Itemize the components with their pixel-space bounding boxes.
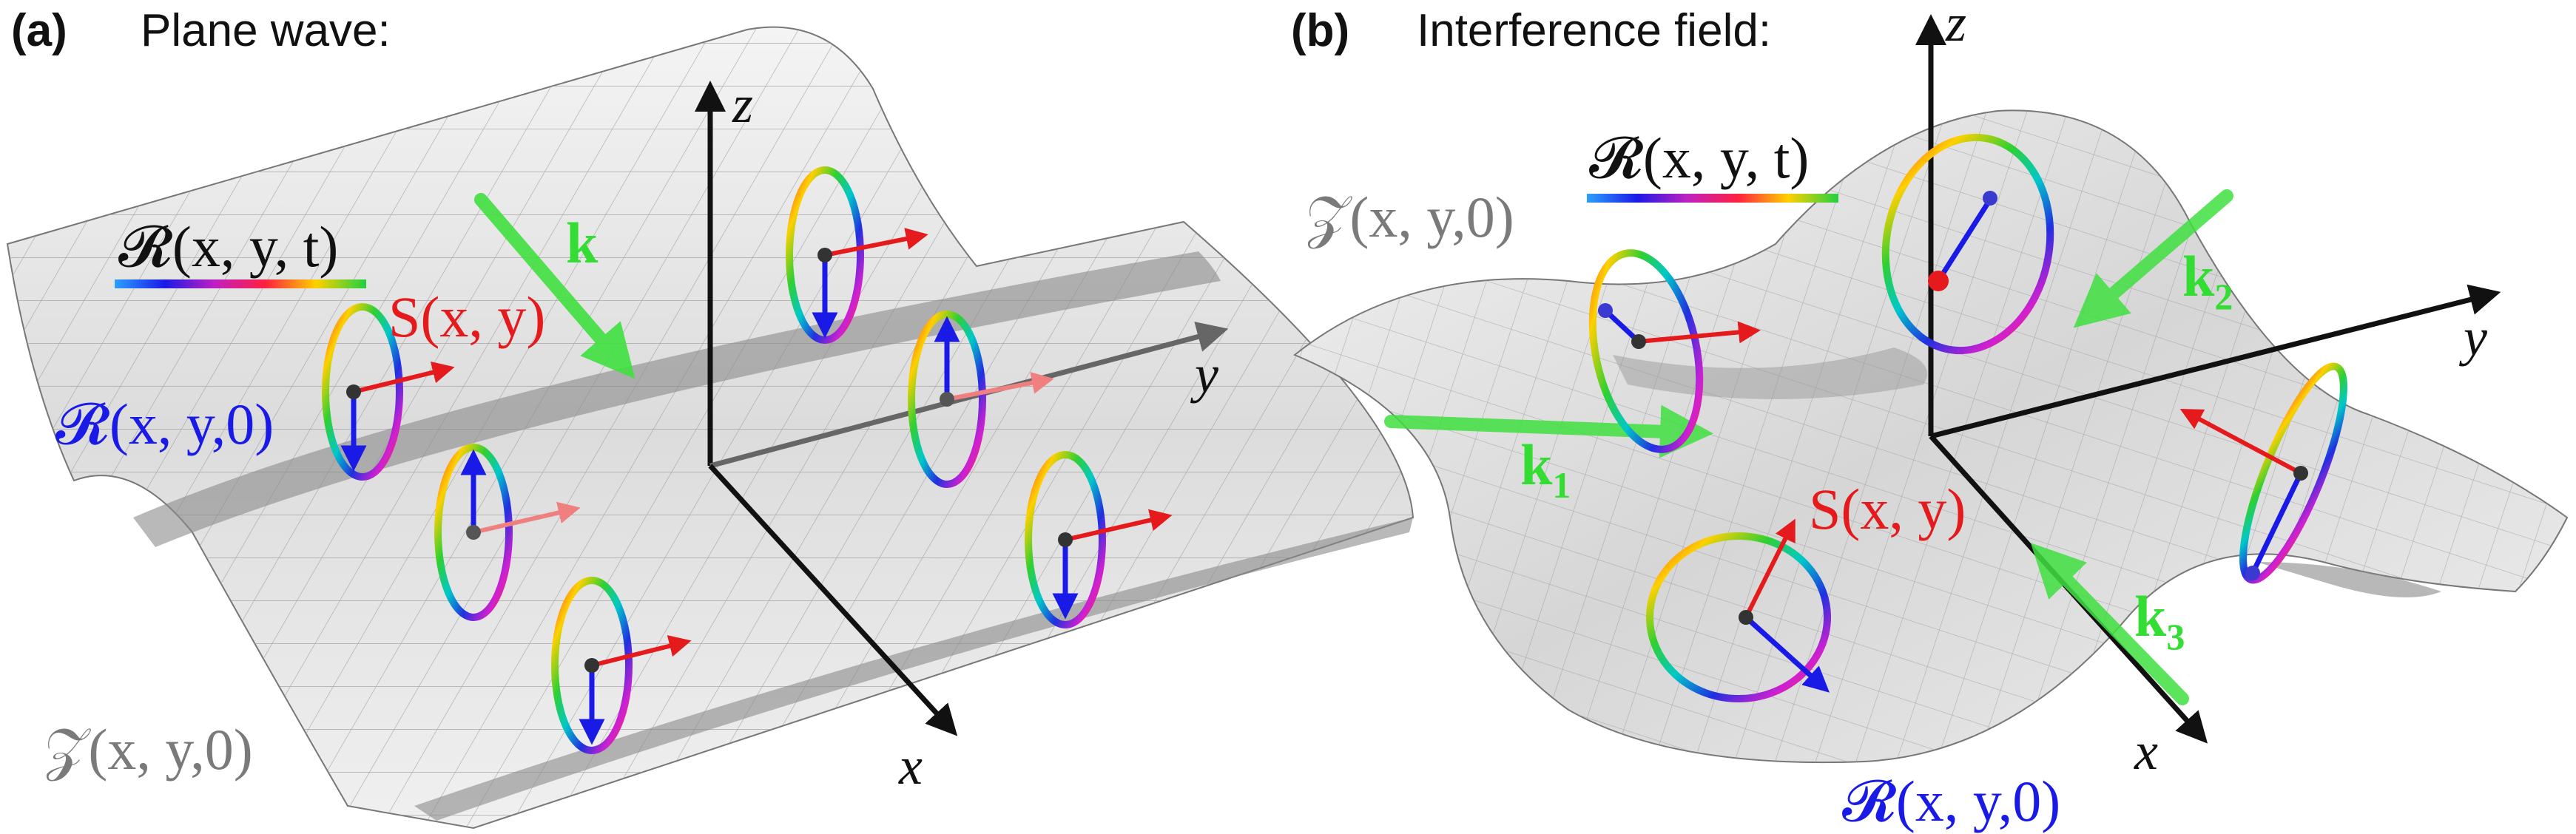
ring-a-1 bbox=[322, 303, 455, 481]
ring-a-5 bbox=[908, 311, 1054, 488]
label-R-0-a: 𝓡(x, y,0) bbox=[55, 392, 274, 456]
label-k3-main: k bbox=[2134, 584, 2167, 648]
panel-tag-b: (b) bbox=[1291, 5, 1349, 56]
axis-label-y-a: y bbox=[1190, 345, 1218, 404]
rainbow-bar-a bbox=[115, 279, 366, 288]
label-R-t-a: 𝓡(x, y, t) bbox=[118, 214, 338, 279]
ring-b-4 bbox=[2179, 362, 2347, 584]
rainbow-bar-b bbox=[1587, 194, 1838, 203]
panel-tag-a: (a) bbox=[11, 5, 67, 56]
ring-a-6 bbox=[1025, 451, 1173, 628]
label-R-0-b: 𝓡(x, y,0) bbox=[1842, 769, 2060, 833]
k2-arrow bbox=[2073, 189, 2233, 328]
axis-label-x-b: x bbox=[2134, 722, 2158, 781]
axes-a bbox=[695, 81, 1229, 736]
ring-a-2 bbox=[434, 444, 581, 621]
axis-label-x-a: x bbox=[898, 736, 923, 796]
ring-b-2 bbox=[1881, 133, 2054, 355]
axis-label-y-b: y bbox=[2458, 308, 2487, 367]
label-k2-main: k bbox=[2182, 244, 2215, 308]
panel-a: (a) Plane wave: z y x 𝓡(x, y, t) S(x, y)… bbox=[6, 5, 1415, 830]
label-k2: k2 bbox=[2182, 244, 2233, 317]
label-k2-sub: 2 bbox=[2214, 276, 2233, 317]
label-k-a: k bbox=[566, 211, 599, 275]
k-arrow-a bbox=[474, 193, 635, 379]
label-Z-a: 𝒵(x, y,0) bbox=[44, 717, 253, 782]
label-R-t-b: 𝓡(x, y, t) bbox=[1589, 126, 1809, 190]
panel-title-a: Plane wave: bbox=[141, 5, 391, 56]
panel-b: (b) Interference field: z y x 𝓡(x, y, t)… bbox=[1291, 0, 2569, 833]
label-k1-main: k bbox=[1520, 433, 1553, 497]
label-S-b: S(x, y) bbox=[1809, 477, 1966, 541]
ring-a-3 bbox=[551, 577, 692, 754]
label-Z-b: 𝒵(x, y,0) bbox=[1306, 185, 1514, 249]
k3-arrow bbox=[2030, 543, 2189, 705]
axis-label-z-a: z bbox=[732, 75, 753, 134]
label-S-a: S(x, y) bbox=[388, 285, 545, 349]
ring-a-4 bbox=[786, 166, 928, 344]
label-k1-sub: 1 bbox=[1552, 464, 1571, 506]
ring-b-3 bbox=[1646, 518, 1831, 702]
label-k3: k3 bbox=[2134, 584, 2185, 657]
axis-label-z-b: z bbox=[1945, 0, 1966, 52]
label-k1: k1 bbox=[1520, 433, 1571, 506]
label-k3-sub: 3 bbox=[2166, 616, 2185, 657]
panel-title-b: Interference field: bbox=[1417, 5, 1771, 56]
k1-arrow bbox=[1384, 404, 1713, 458]
ring-b-1 bbox=[1588, 249, 1761, 453]
